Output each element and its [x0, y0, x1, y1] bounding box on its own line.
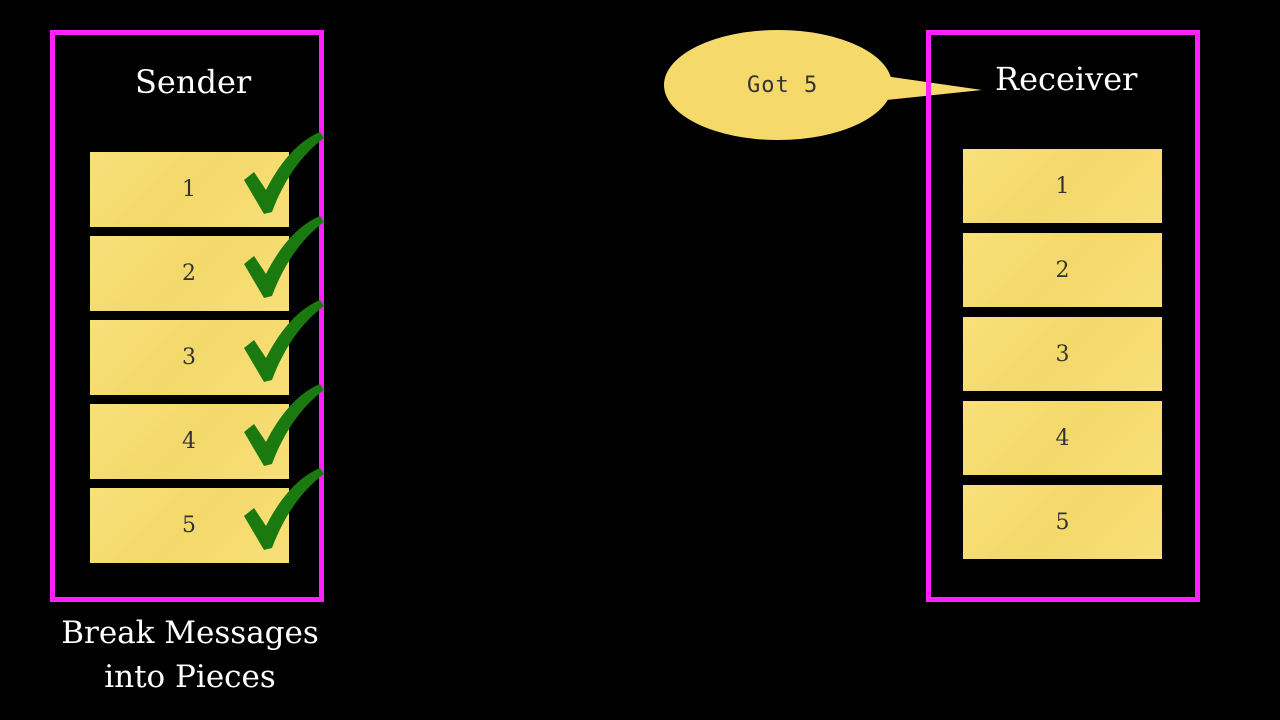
checkmark-icon	[244, 216, 324, 298]
piece-label: 2	[1055, 257, 1070, 283]
piece-label: 1	[1055, 173, 1070, 199]
speech-bubble	[664, 30, 982, 140]
sender-panel	[50, 30, 324, 602]
piece-label: 4	[1055, 425, 1070, 451]
receiver-piece-3: 3	[963, 317, 1162, 391]
caption-line-1: Break Messages	[61, 615, 319, 651]
receiver-title: Receiver	[995, 60, 1138, 98]
sender-piece-3: 3	[90, 320, 289, 395]
checkmark-icon	[244, 468, 324, 550]
sender-piece-1: 1	[90, 152, 289, 227]
receiver-panel	[926, 30, 1200, 602]
sender-title: Sender	[135, 63, 252, 101]
checkmark-icon	[244, 384, 324, 466]
piece-label: 5	[182, 513, 196, 538]
receiver-piece-2: 2	[963, 233, 1162, 307]
speech-bubble-text: Got 5	[747, 73, 819, 98]
piece-label: 2	[182, 261, 196, 286]
caption-line-2: into Pieces	[104, 659, 276, 695]
checkmark-icon	[244, 300, 324, 382]
checkmark-icon	[244, 132, 324, 214]
caption: Break Messages into Pieces	[40, 611, 340, 699]
piece-label: 1	[182, 177, 196, 202]
receiver-piece-1: 1	[963, 149, 1162, 223]
piece-label: 3	[182, 345, 196, 370]
receiver-piece-5: 5	[963, 485, 1162, 559]
receiver-piece-4: 4	[963, 401, 1162, 475]
piece-label: 3	[1055, 341, 1070, 367]
piece-label: 5	[1055, 509, 1070, 535]
piece-label: 4	[182, 429, 196, 454]
sender-piece-2: 2	[90, 236, 289, 311]
